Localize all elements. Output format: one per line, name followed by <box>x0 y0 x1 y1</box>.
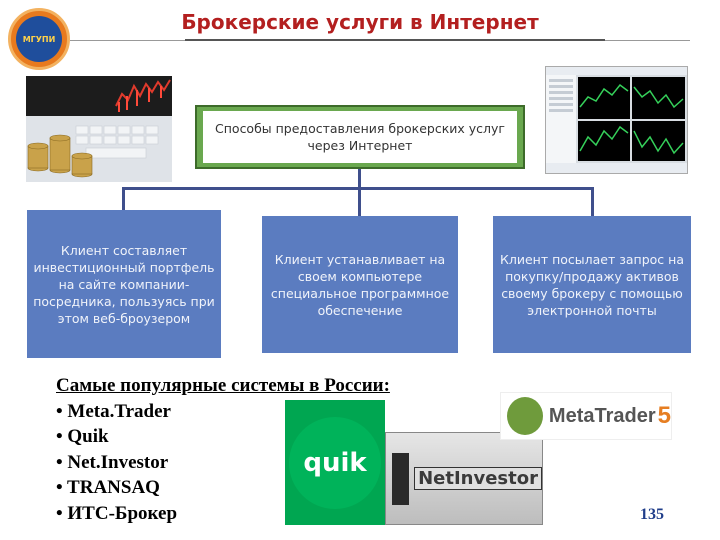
coins-laptop-photo <box>26 76 172 182</box>
slide-title: Брокерские услуги в Интернет <box>181 10 539 34</box>
connector-middle <box>358 187 361 216</box>
metatrader-globe-icon <box>507 397 543 435</box>
logo-label: МГУПИ <box>16 16 62 62</box>
mgupi-logo: МГУПИ <box>8 8 70 70</box>
systems-item: • ИТС-Брокер <box>56 502 178 524</box>
quik-logo-text: quik <box>303 447 367 478</box>
netinvestor-logo: NetInvestor <box>385 432 543 525</box>
systems-item: • Net.Investor <box>56 451 169 473</box>
top-node-box: Способы предоставления брокерских услуг … <box>195 105 525 169</box>
metatrader5-logo: MetaTrader 5 <box>500 392 672 440</box>
metatrader-logo-text: MetaTrader <box>548 404 656 427</box>
netinvestor-logo-text: NetInvestor <box>414 467 542 490</box>
method-box-web: Клиент составляет инвестиционный портфел… <box>27 210 221 358</box>
page-number: 135 <box>640 506 664 523</box>
connector-right <box>591 187 594 216</box>
method-box-email: Клиент посылает запрос на покупку/продаж… <box>493 216 691 353</box>
systems-item: • Meta.Trader <box>56 400 171 422</box>
method-box-software: Клиент устанавливает на своем компьютере… <box>262 216 458 353</box>
metatrader-logo-number: 5 <box>657 402 671 429</box>
systems-list: Самые популярные системы в России: • Met… <box>56 373 476 526</box>
connector-left <box>122 187 125 210</box>
systems-item: • TRANSAQ <box>56 477 160 498</box>
top-node-text: Способы предоставления брокерских услуг … <box>203 111 517 163</box>
title-underline <box>185 39 605 41</box>
quik-logo-circle: quik <box>289 416 381 509</box>
quik-logo: quik <box>285 400 385 525</box>
trading-terminal-screenshot <box>545 66 688 174</box>
connector-trunk <box>358 169 361 189</box>
systems-heading: Самые популярные системы в России: <box>56 375 390 396</box>
systems-item: • Quik <box>56 426 109 447</box>
netinvestor-mark-icon <box>392 452 410 505</box>
